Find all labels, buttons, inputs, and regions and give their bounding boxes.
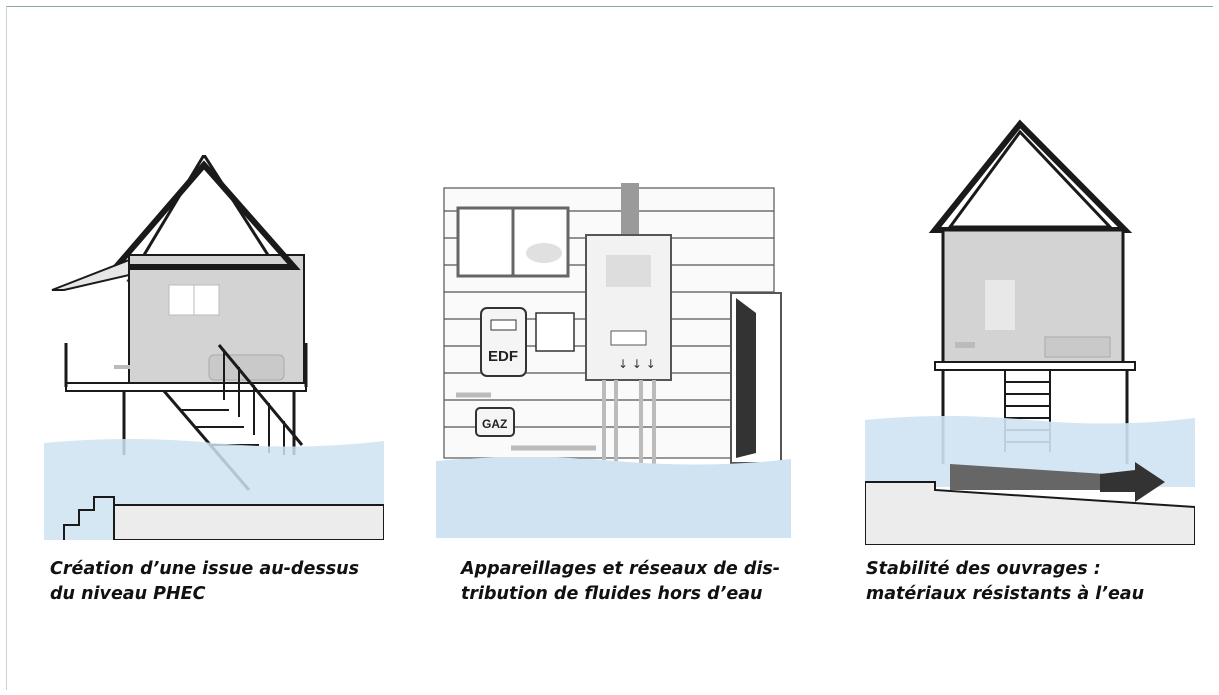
edf-label: EDF	[488, 348, 518, 365]
structure-illustration	[865, 112, 1195, 545]
caption-equipment: Appareillages et réseaux de dis- tributi…	[461, 557, 780, 607]
boiler-arrows: ↓ ↓ ↓	[618, 357, 656, 371]
ground	[113, 504, 384, 540]
gravel-layer	[950, 464, 1105, 490]
floor-slab	[65, 382, 307, 392]
caption-line-2: matériaux résistants à l’eau	[866, 584, 1145, 604]
chair-icon	[955, 342, 975, 348]
ground	[865, 481, 1195, 545]
panel-raised-exit	[44, 155, 384, 540]
gas-meter	[475, 407, 515, 437]
bed-icon	[1044, 336, 1111, 358]
interior-door	[985, 280, 1015, 330]
caption-line-1: Création d’une issue au-dessus	[50, 559, 360, 579]
caption-raised-exit: Création d’une issue au-dessus du niveau…	[50, 557, 359, 607]
panel-equipment-above-water: ↓ ↓ ↓ EDF GAZ	[436, 183, 791, 538]
caption-line-1: Appareillages et réseaux de dis-	[461, 559, 781, 579]
flow-arrow-icon	[1100, 462, 1165, 502]
gaz-label: GAZ	[482, 417, 507, 431]
flood-water	[436, 457, 791, 538]
edf-meter	[480, 307, 527, 377]
floor-slab	[934, 361, 1136, 371]
raised-exit-illustration	[44, 155, 384, 540]
exterior-steps	[63, 496, 115, 540]
caption-line-1: Stabilité des ouvrages :	[866, 559, 1101, 579]
breaker-panel	[535, 312, 575, 352]
flue-pipe	[621, 183, 639, 238]
chair-icon	[114, 365, 130, 369]
awning	[51, 258, 130, 291]
caption-line-2: du niveau PHEC	[50, 584, 206, 604]
boiler-display	[610, 330, 647, 346]
caption-structure: Stabilité des ouvrages : matériaux résis…	[866, 557, 1144, 607]
equipment-illustration: ↓ ↓ ↓ EDF GAZ	[436, 183, 791, 538]
figure-frame	[6, 6, 1213, 690]
panel-structure-stability	[865, 112, 1195, 545]
flood-water	[865, 416, 1195, 487]
caption-line-2: tribution de fluides hors d’eau	[461, 584, 763, 604]
